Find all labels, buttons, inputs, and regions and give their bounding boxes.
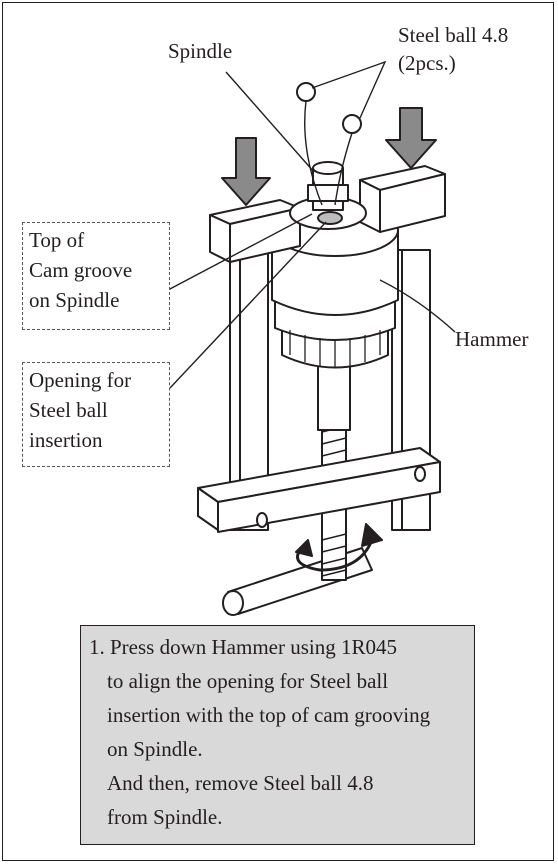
note-line-3: insertion with the top of cam grooving xyxy=(107,703,431,727)
note-line-1: 1. Press down Hammer using 1R045 xyxy=(89,635,397,659)
label-steel-ball: Steel ball 4.8 xyxy=(398,23,509,47)
spindle-top xyxy=(307,161,349,211)
spindle-shaft xyxy=(317,359,351,431)
note-line-4: on Spindle. xyxy=(107,737,203,761)
steel-ball-2 xyxy=(342,114,362,134)
steel-ball-leader xyxy=(311,60,387,119)
note-line-6: from Spindle. xyxy=(107,805,223,829)
cam-groove-opening xyxy=(317,211,343,225)
right-down-arrow xyxy=(385,107,437,169)
label-cam-groove-3: on Spindle xyxy=(29,288,120,312)
spindle-leader xyxy=(225,71,315,173)
label-spindle: Spindle xyxy=(168,39,233,63)
steel-ball-1 xyxy=(296,82,316,102)
cam-groove-callout: Top of Cam groove on Spindle xyxy=(22,222,170,330)
right-holder-block xyxy=(359,165,446,233)
left-down-arrow xyxy=(221,137,271,206)
opening-leader xyxy=(169,221,327,389)
note-line-5: And then, remove Steel ball 4.8 xyxy=(107,771,374,795)
lower-crossbar xyxy=(197,447,441,533)
note-line-2: to align the opening for Steel ball xyxy=(107,669,389,693)
label-opening-3: insertion xyxy=(29,428,103,452)
label-cam-groove-1: Top of xyxy=(29,228,85,252)
opening-callout: Opening for Steel ball insertion xyxy=(22,362,170,467)
label-cam-groove-2: Cam groove xyxy=(29,258,133,282)
hammer-leader xyxy=(379,279,456,333)
cam-groove-leader xyxy=(167,213,313,291)
ball2-path xyxy=(334,132,353,206)
ball1-path xyxy=(304,100,323,206)
label-hammer: Hammer xyxy=(455,327,529,351)
rotation-arrow xyxy=(295,523,383,572)
label-opening-2: Steel ball xyxy=(29,398,108,422)
instruction-note: 1. Press down Hammer using 1R045 to alig… xyxy=(80,625,475,845)
label-steel-ball-count: (2pcs.) xyxy=(398,51,456,75)
label-opening-1: Opening for xyxy=(29,368,132,392)
